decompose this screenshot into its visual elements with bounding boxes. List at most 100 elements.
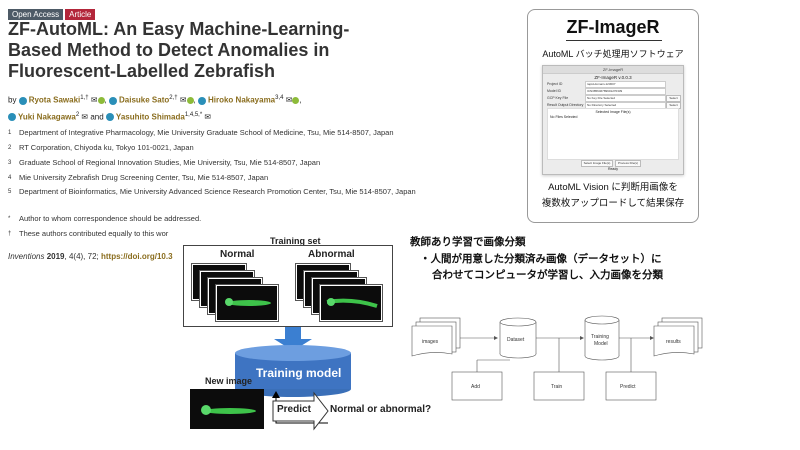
by-label: by <box>8 95 17 105</box>
zf-imager-subtitle: AutoML バッチ処理用ソフトウェア <box>542 49 684 59</box>
model-id-label: Model ID <box>547 89 562 93</box>
aff-number: 4 <box>8 175 12 181</box>
results-label: results <box>666 339 681 345</box>
zebrafish-image <box>326 298 378 308</box>
aff-text: RT Corporation, Chiyoda ku, Tokyo 101-00… <box>19 143 194 152</box>
and-label: and <box>90 112 104 122</box>
doi-link[interactable]: https://doi.org/10.3 <box>100 252 173 261</box>
author-avatar-icon <box>105 113 114 122</box>
jp-heading: 教師あり学習で画像分類 <box>410 236 526 248</box>
zf-imager-description: AutoML Vision に判断用画像を 複数枚アップロードして結果保存 <box>528 180 698 212</box>
gcp-key-label: GCP Key File <box>547 96 569 100</box>
new-image-label: New image <box>205 376 253 386</box>
affiliation-5: 5 Department of Bioinformatics, Mie Unive… <box>8 187 448 197</box>
author-list: by Ryota Sawaki1,† ✉, Daisuke Sato2,† ✉,… <box>8 95 302 122</box>
normal-label: Normal <box>220 249 255 260</box>
author-name[interactable]: Yasuhito Shimada <box>115 112 185 122</box>
paper-title: ZF-AutoML: An Easy Machine-Learning-Base… <box>8 19 350 81</box>
abnormal-label: Abnormal <box>308 249 355 260</box>
aff-number: 5 <box>8 189 12 195</box>
aff-text: Department of Integrative Pharmacology, … <box>19 128 394 137</box>
workflow-diagram: images Dataset Training Model results Ad… <box>411 315 703 401</box>
images-label: images <box>422 339 439 345</box>
description-line-1: AutoML Vision に判断用画像を <box>548 182 678 193</box>
mail-icon[interactable]: ✉ <box>179 95 187 105</box>
citation-year: 2019 <box>46 252 65 261</box>
gcp-key-field[interactable]: No Key File Selected <box>585 95 666 102</box>
training-model-label: Training model <box>256 366 342 380</box>
author-name[interactable]: Hiroko Nakayama <box>207 95 276 105</box>
project-id-field[interactable]: rapid-domain-123007 <box>585 81 666 88</box>
mail-icon[interactable]: ✉ <box>90 95 98 105</box>
zebrafish-image <box>201 405 256 415</box>
add-label: Add <box>471 384 480 390</box>
training-set-box <box>183 245 393 327</box>
citation-line: Inventions 2019, 4(4), 72; https://doi.o… <box>8 252 173 261</box>
citation-volume: 4(4), 72; <box>68 252 99 261</box>
author-sup: 2,† <box>169 95 178 101</box>
no-files-text: No Files Selected <box>550 115 578 119</box>
aff-text: Author to whom correspondence should be … <box>19 214 202 223</box>
affiliation-2: 2 RT Corporation, Chiyoda ku, Tokyo 101-0… <box>8 143 448 153</box>
dataset-label: Dataset <box>507 337 525 343</box>
training-model-label-2: Model <box>594 341 608 347</box>
author-sup: 2 <box>75 111 80 118</box>
aff-number: 2 <box>8 145 12 151</box>
train-box <box>533 371 585 401</box>
orcid-icon[interactable] <box>186 97 194 105</box>
new-image-thumbnail <box>190 389 264 429</box>
selected-files-area: Selected Image File(s) No Files Selected <box>547 108 679 160</box>
up-arrowhead-icon <box>272 391 280 398</box>
author-avatar-icon <box>197 96 206 105</box>
mail-icon[interactable]: ✉ <box>81 112 89 122</box>
aff-text: These authors contributed equally to thi… <box>19 229 169 238</box>
model-diagram <box>235 327 351 431</box>
zf-imager-panel: ZF-ImageR AutoML バッチ処理用ソフトウェア ZF-ImageR … <box>527 9 699 223</box>
author-name[interactable]: Ryota Sawaki <box>28 95 81 105</box>
jp-bullet-line-2: 合わせてコンピュータが学習し、入力画像を分類 <box>432 269 663 281</box>
aff-text: Department of Bioinformatics, Mie Univer… <box>19 187 416 196</box>
zf-imager-title: ZF-ImageR <box>566 17 660 37</box>
train-label: Train <box>551 384 562 390</box>
training-model-label-1: Training <box>591 334 609 340</box>
jp-bullet: ・人間が用意した分類済み画像（データセット）に 合わせてコンピュータが学習し、入… <box>420 251 663 283</box>
project-id-label: Project ID <box>547 82 563 86</box>
author-sup: 1,† <box>80 95 89 101</box>
normal-or-abnormal-label: Normal or abnormal? <box>330 404 432 415</box>
selected-files-label: Selected Image File(s) <box>595 110 631 114</box>
author-name[interactable]: Daisuke Sato <box>119 95 170 105</box>
author-avatar-icon <box>8 113 16 122</box>
affiliation-star: * Author to whom correspondence should be… <box>8 214 448 224</box>
author-avatar-icon <box>109 96 117 105</box>
predict-arrow-icon <box>272 391 329 431</box>
orcid-icon[interactable] <box>97 97 105 105</box>
images-doc-stack: images <box>411 317 461 357</box>
dataset-cylinder: Dataset <box>499 317 537 359</box>
aff-number: * <box>8 216 11 222</box>
mail-icon[interactable]: ✉ <box>204 112 212 122</box>
author-sup: 1,4,5,* <box>184 111 203 118</box>
mail-icon[interactable]: ✉ <box>285 95 293 105</box>
app-titlebar: ZF-ImageR <box>543 66 683 74</box>
author-name[interactable]: Yuki Nakagawa <box>18 112 76 122</box>
normal-fish-image <box>215 284 279 322</box>
status-text: Ready <box>607 167 619 171</box>
orcid-icon[interactable] <box>292 97 300 105</box>
select-image-button[interactable]: Select Image File(s) <box>581 160 613 167</box>
aff-number: 3 <box>8 160 12 166</box>
training-model-cylinder: Training Model <box>584 315 620 361</box>
open-access-badge: Open Access <box>8 9 64 20</box>
gcp-key-select-button[interactable]: Select <box>666 95 681 102</box>
author-sup: 3,4 <box>275 95 284 101</box>
title-underline <box>566 40 662 41</box>
author-avatar-icon <box>18 96 27 105</box>
description-line-2: 複数枚アップロードして結果保存 <box>541 198 685 209</box>
add-box <box>451 371 503 401</box>
aff-number: † <box>8 231 12 237</box>
training-set-label: Training set <box>270 236 321 246</box>
process-files-button[interactable]: Process File(s) <box>615 160 641 167</box>
model-id-field[interactable]: ICN385646789901270339 <box>585 88 666 95</box>
